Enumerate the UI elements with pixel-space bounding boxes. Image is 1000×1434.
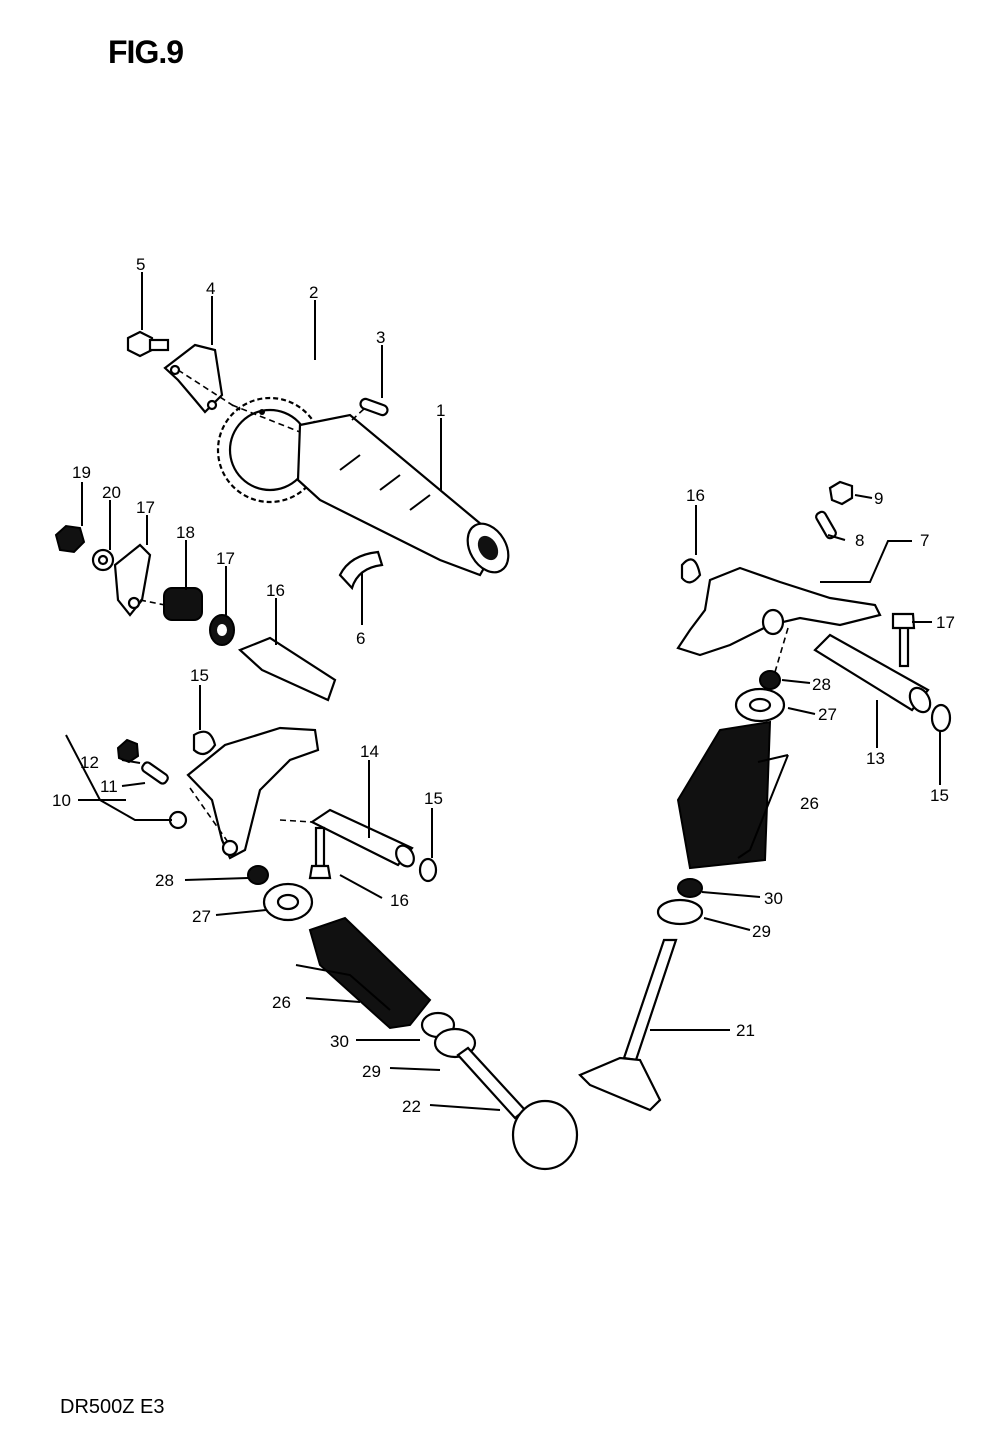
callout-1: 1 — [436, 401, 445, 420]
callout-5: 5 — [136, 255, 145, 274]
callout-17-left: 16 — [390, 891, 409, 910]
callout-29-left: 29 — [362, 1062, 381, 1081]
valve-springs-right — [676, 720, 772, 870]
callout-29-right: 29 — [752, 922, 771, 941]
callout-6: 6 — [356, 629, 365, 648]
callout-12: 12 — [80, 753, 99, 772]
spring-retainer-right-cap — [759, 670, 781, 690]
callout-17-right: 17 — [936, 613, 955, 632]
rocker-shaft-right — [813, 633, 932, 714]
valve-springs-left — [308, 916, 432, 1030]
callout-10: 10 — [52, 791, 71, 810]
callout-14: 14 — [360, 742, 379, 761]
rocker-washer-left — [192, 730, 217, 756]
callout-labels: 5 4 2 3 1 6 19 20 17 18 17 16 15 12 11 1… — [52, 255, 955, 1116]
decomp-lever — [113, 543, 152, 617]
callout-27-right: 27 — [818, 705, 837, 724]
callout-15-left: 15 — [424, 789, 443, 808]
decomp-washer — [91, 548, 115, 572]
decomp-shaft — [237, 636, 337, 702]
decomp-spring — [163, 587, 203, 621]
figure-title: FIG.9 — [108, 34, 184, 70]
callout-30-right: 30 — [764, 889, 783, 908]
intake-valve — [456, 1046, 579, 1171]
model-code: DR500Z E3 — [60, 1396, 165, 1418]
rocker-nut-left — [116, 738, 140, 764]
callout-7: 7 — [920, 531, 929, 550]
callout-21: 18 — [176, 523, 195, 542]
callout-25: 22 — [402, 1097, 421, 1116]
rocker-arm-right — [676, 566, 882, 657]
callout-23: 20 — [102, 483, 121, 502]
callout-28-left: 28 — [155, 871, 174, 890]
callout-11: 11 — [100, 777, 118, 796]
camshaft — [296, 413, 510, 577]
callout-24: 21 — [736, 1021, 755, 1040]
callout-30-left: 30 — [330, 1032, 349, 1051]
callout-15-right: 15 — [930, 786, 949, 805]
callout-4: 4 — [206, 279, 215, 298]
rocker-washer-right — [680, 558, 702, 584]
callout-27-left: 27 — [192, 907, 211, 926]
callout-18: 16 — [266, 581, 285, 600]
rocker-arm-left — [168, 726, 320, 860]
callout-19: 17 — [216, 549, 235, 568]
o-ring-left — [418, 857, 438, 883]
callout-20: 17 — [136, 498, 155, 517]
rocker-bolt-left — [308, 826, 332, 880]
spring-retainer-right — [734, 687, 786, 723]
o-ring-right — [930, 703, 952, 733]
rocker-screw-right — [815, 510, 837, 540]
callout-28-right: 28 — [812, 675, 831, 694]
decomp-washer-2 — [209, 614, 235, 646]
bolt-lock-plate — [163, 343, 224, 414]
cam-circlip — [338, 550, 384, 591]
callout-22: 19 — [72, 463, 91, 482]
cam-pin — [359, 397, 389, 417]
rocker-screw-left — [141, 761, 169, 785]
valve-cotter-right — [677, 878, 703, 898]
spring-retainer-left — [262, 882, 314, 922]
callout-13: 13 — [866, 749, 885, 768]
callout-9: 9 — [874, 489, 883, 508]
callout-26-right: 26 — [800, 794, 819, 813]
rocker-bolt-right — [891, 612, 916, 668]
callout-8: 8 — [855, 531, 864, 550]
valve-seat-right — [656, 898, 704, 926]
callout-3: 3 — [376, 328, 385, 347]
callout-16-left: 15 — [190, 666, 209, 685]
callout-2: 2 — [309, 283, 318, 302]
rocker-shaft-left — [309, 808, 415, 868]
sprocket-bolt — [126, 330, 170, 358]
decomp-nut — [54, 524, 86, 554]
callout-16-right: 16 — [686, 486, 705, 505]
rocker-nut-right — [828, 480, 854, 506]
exhaust-valve — [578, 938, 678, 1112]
leader-lines — [65, 272, 941, 1111]
spring-retainer-left-cap — [247, 865, 269, 885]
callout-26-left: 26 — [272, 993, 291, 1012]
